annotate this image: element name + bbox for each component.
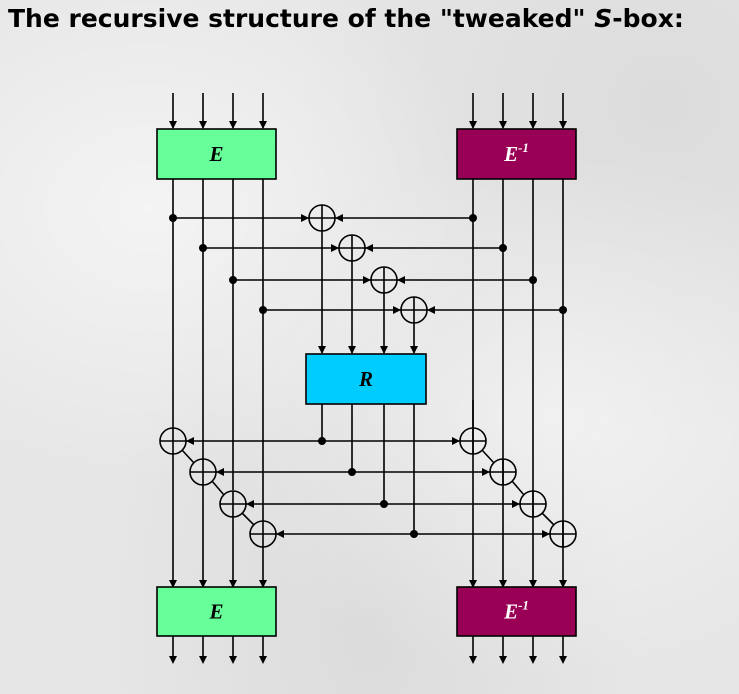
junction-dot — [229, 276, 237, 284]
arrow-down-icon — [259, 656, 267, 664]
arrow-right-icon — [452, 437, 460, 445]
arrow-down-icon — [199, 656, 207, 664]
box-top-right-e-inverse: E-1 — [456, 128, 577, 180]
arrow-down-icon — [559, 656, 567, 664]
arrow-down-icon — [559, 121, 567, 129]
box-middle-r: R — [305, 353, 427, 405]
arrow-right-icon — [363, 276, 371, 284]
arrow-down-icon — [229, 580, 237, 588]
xor-icon — [159, 427, 187, 455]
diagonal-wire — [511, 480, 525, 496]
xor-icon — [189, 458, 217, 486]
arrow-left-icon — [276, 530, 284, 538]
arrow-down-icon — [169, 121, 177, 129]
svg-text:E: E — [208, 142, 223, 166]
arrow-down-icon — [169, 580, 177, 588]
junction-dot — [259, 306, 267, 314]
arrow-down-icon — [499, 121, 507, 129]
xor-icon — [459, 427, 487, 455]
xor-icon — [400, 296, 428, 324]
junction-dot — [169, 214, 177, 222]
arrow-down-icon — [259, 121, 267, 129]
arrow-right-icon — [331, 244, 339, 252]
junction-dots — [169, 214, 567, 538]
arrow-down-icon — [199, 121, 207, 129]
arrow-down-icon — [529, 580, 537, 588]
xor-icon — [338, 234, 366, 262]
xor-icon — [519, 490, 547, 518]
xor-icon — [308, 204, 336, 232]
junction-dot — [380, 500, 388, 508]
box-bottom-left-e: E — [156, 586, 277, 637]
arrow-down-icon — [529, 656, 537, 664]
arrow-down-icon — [469, 580, 477, 588]
arrow-down-icon — [229, 121, 237, 129]
arrow-right-icon — [301, 214, 309, 222]
arrow-down-icon — [199, 580, 207, 588]
arrow-down-icon — [348, 346, 356, 354]
box-bottom-right-e-inverse: E-1 — [456, 586, 577, 637]
arrow-left-icon — [427, 306, 435, 314]
junction-dot — [559, 306, 567, 314]
diagonal-wire — [241, 512, 255, 526]
diagram-title: The recursive structure of the "tweaked"… — [8, 4, 684, 33]
xor-icon — [549, 520, 577, 548]
junction-dot — [499, 244, 507, 252]
arrow-left-icon — [335, 214, 343, 222]
arrow-down-icon — [229, 656, 237, 664]
arrow-down-icon — [469, 656, 477, 664]
diagonal-wire — [181, 449, 195, 464]
arrow-down-icon — [410, 346, 418, 354]
box-top-left-e: E — [156, 128, 277, 180]
diagonal-wire — [211, 480, 225, 496]
arrow-left-icon — [186, 437, 194, 445]
title-suffix: -box: — [612, 4, 684, 33]
arrowheads — [169, 121, 567, 664]
title-symbol: S — [594, 4, 613, 33]
svg-text:R: R — [358, 367, 373, 391]
arrow-down-icon — [169, 656, 177, 664]
arrow-left-icon — [246, 500, 254, 508]
junction-dot — [469, 214, 477, 222]
arrow-down-icon — [529, 121, 537, 129]
arrow-right-icon — [512, 500, 520, 508]
arrow-right-icon — [482, 468, 490, 476]
arrow-left-icon — [365, 244, 373, 252]
junction-dot — [199, 244, 207, 252]
xor-icon — [489, 458, 517, 486]
xor-icon — [249, 520, 277, 548]
arrow-right-icon — [542, 530, 550, 538]
junction-dot — [410, 530, 418, 538]
arrow-right-icon — [393, 306, 401, 314]
arrow-down-icon — [499, 656, 507, 664]
diagonal-wire — [481, 449, 495, 464]
arrow-down-icon — [499, 580, 507, 588]
arrow-left-icon — [216, 468, 224, 476]
arrow-down-icon — [559, 580, 567, 588]
arrow-down-icon — [259, 580, 267, 588]
svg-text:E: E — [208, 600, 223, 624]
arrow-down-icon — [318, 346, 326, 354]
junction-dot — [318, 437, 326, 445]
xor-icon — [219, 490, 247, 518]
xor-icon — [370, 266, 398, 294]
arrow-down-icon — [469, 121, 477, 129]
xor-gates — [159, 204, 577, 548]
arrow-left-icon — [397, 276, 405, 284]
junction-dot — [529, 276, 537, 284]
title-prefix: The recursive structure of the "tweaked" — [8, 4, 595, 33]
arrow-down-icon — [380, 346, 388, 354]
diagonal-wire — [541, 512, 555, 526]
junction-dot — [348, 468, 356, 476]
